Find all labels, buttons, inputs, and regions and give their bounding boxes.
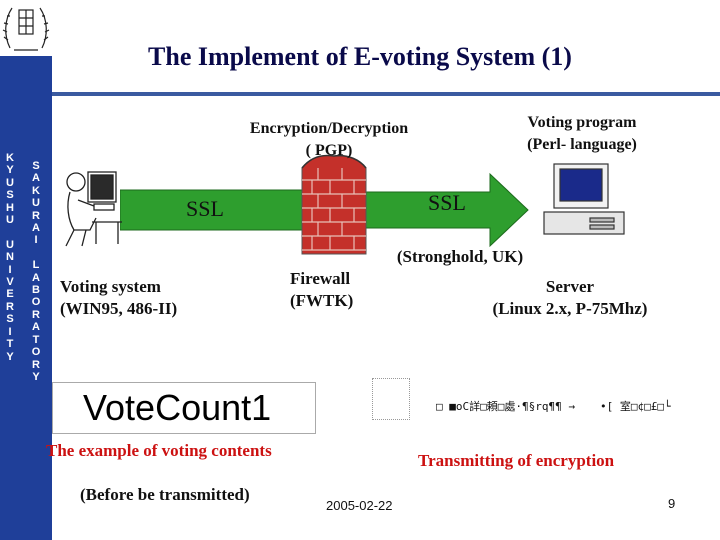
encryption-label-text: Encryption/Decryption ( PGP) — [249, 120, 409, 159]
footer-date: 2005-02-22 — [326, 498, 393, 513]
sidebar-band — [0, 0, 52, 540]
voting-system-label: Voting system (WIN95, 486-II) — [60, 276, 220, 320]
user-computer-icon — [65, 171, 122, 247]
votecount-box: VoteCount1 — [52, 382, 316, 434]
slide-title: The Implement of E-voting System (1) — [148, 42, 572, 71]
votecount-text: VoteCount1 — [83, 387, 272, 428]
before-caption: (Before be transmitted) — [80, 485, 250, 504]
voting-program-label: Voting program (Perl- language) — [502, 112, 662, 156]
server-label: Server (Linux 2.x, P-75Mhz) — [470, 276, 670, 320]
ssl-arrows — [120, 170, 529, 250]
university-logo — [0, 0, 52, 56]
stronghold-label: (Stronghold, UK) — [396, 247, 524, 266]
footer-page-number: 9 — [668, 496, 676, 511]
server-computer-icon — [543, 163, 625, 235]
dotted-placeholder — [372, 378, 410, 420]
ssl-arrow-right — [351, 172, 529, 248]
example-caption: The example of voting contents — [46, 441, 272, 460]
voting-program-label-text: Voting program (Perl- language) — [527, 114, 637, 153]
encrypted-text-sample-2: •[ 室□¢□£□└ — [600, 400, 671, 413]
sidebar-university-text: K Y U S H U U N I V E R S I T Y — [6, 152, 14, 363]
firewall-label-text: Firewall (FWTK) — [290, 269, 354, 310]
encrypted-text-sample: □ ■oC詳□頼□處·¶§rq¶¶ → — [436, 400, 575, 413]
ssl-label-right: SSL — [428, 190, 466, 215]
server-label-text: Server (Linux 2.x, P-75Mhz) — [492, 277, 648, 318]
transmitting-caption: Transmitting of encryption — [418, 451, 615, 470]
sidebar-lab-text: S A K U R A I L A B O R A T O R Y — [31, 160, 41, 383]
encryption-label: Encryption/Decryption ( PGP) — [224, 118, 434, 162]
voting-system-label-text: Voting system (WIN95, 486-II) — [60, 277, 178, 318]
title-divider — [52, 92, 720, 96]
ssl-label-left: SSL — [186, 196, 224, 221]
firewall-label: Firewall (FWTK) — [290, 268, 380, 312]
firewall-icon — [301, 154, 367, 255]
